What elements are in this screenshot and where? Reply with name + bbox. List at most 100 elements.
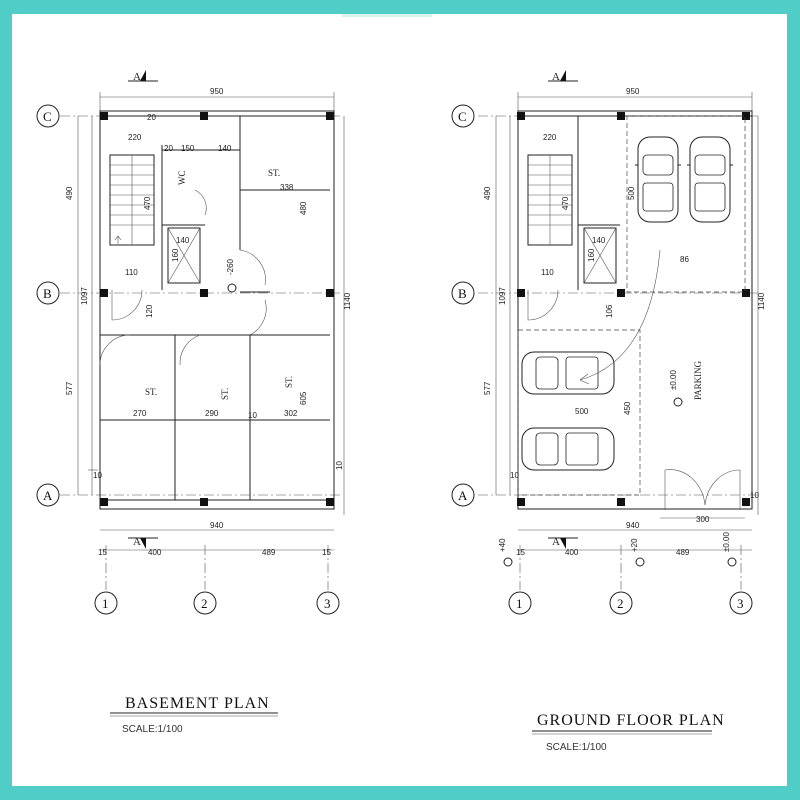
ground-title: GROUND FLOOR PLAN — [537, 712, 725, 729]
stair — [527, 154, 573, 246]
svg-text:A: A — [43, 488, 53, 503]
section-label-top: A — [133, 71, 141, 83]
dim-bottom-400: 400 — [148, 548, 162, 557]
ground-floor-plan: A A 950 490 1097 577 1140 220 470 — [451, 70, 766, 753]
dim-stair-220: 220 — [128, 133, 142, 142]
svg-text:3: 3 — [324, 596, 331, 611]
lift — [583, 227, 617, 284]
dim-park-500v: 500 — [627, 186, 636, 200]
grid-bubble-2: 2 — [193, 591, 217, 615]
basement-scale: SCALE:1/100 — [122, 724, 183, 735]
dim-stair-470: 470 — [143, 196, 152, 210]
grid-bubble-a: A — [36, 483, 60, 507]
dim-edge-15: 15 — [516, 548, 525, 557]
sheet-tab — [342, 14, 432, 17]
dim-right-1140: 1140 — [343, 292, 352, 310]
basement-plan: A A 950 490 1097 577 1140 10 — [36, 70, 352, 735]
dim-left-1097: 1097 — [80, 287, 89, 305]
level-plus20: +20 — [630, 538, 639, 552]
dim-park-450: 450 — [623, 401, 632, 415]
room-parking: PARKING — [693, 360, 703, 400]
section-label-bottom: A — [133, 536, 141, 548]
room-st-top: ST. — [268, 168, 280, 178]
svg-text:A: A — [458, 488, 468, 503]
section-mark-bottom: A — [128, 536, 158, 549]
dim-bottom-940: 940 — [210, 521, 224, 530]
svg-text:C: C — [458, 109, 467, 124]
dim-edge-15a: 15 — [98, 548, 107, 557]
dim-lift-140: 140 — [592, 236, 606, 245]
dim-left-490: 490 — [65, 186, 74, 200]
dim-bottom-489: 489 — [262, 548, 276, 557]
dim-lift-140: 140 — [176, 236, 190, 245]
dim-d120: 120 — [145, 304, 154, 318]
grid-bubble-2: 2 — [609, 591, 633, 615]
room-st-right: ST. — [284, 376, 294, 388]
dim-st-290: 290 — [205, 409, 219, 418]
dim-wc-20b: 20 — [147, 113, 156, 122]
dim-st-302: 302 — [284, 409, 298, 418]
room-wc: WC — [177, 171, 187, 186]
section-mark-top: A — [128, 70, 158, 83]
dim-lift-160: 160 — [171, 248, 180, 262]
svg-text:3: 3 — [737, 596, 744, 611]
svg-text:1: 1 — [516, 596, 523, 611]
ground-scale: SCALE:1/100 — [546, 742, 607, 753]
dim-st-270: 270 — [133, 409, 147, 418]
grid-bubble-1: 1 — [508, 591, 532, 615]
dim-right-1140: 1140 — [757, 292, 766, 310]
stair — [109, 154, 155, 246]
dim-st-605: 605 — [299, 391, 308, 405]
dim-stair-470: 470 — [561, 196, 570, 210]
grid-bubble-a: A — [451, 483, 475, 507]
grid-bubble-c: C — [36, 104, 60, 128]
dim-left-490: 490 — [483, 186, 492, 200]
svg-text:B: B — [43, 286, 52, 301]
basement-title: BASEMENT PLAN — [125, 695, 270, 712]
dim-park-500h: 500 — [575, 407, 589, 416]
dim-lift-160: 160 — [587, 248, 596, 262]
parking-level: ±0.00 — [669, 369, 678, 390]
svg-text:2: 2 — [617, 596, 624, 611]
section-mark-top: A — [548, 70, 578, 83]
svg-text:C: C — [43, 109, 52, 124]
dim-left-577: 577 — [65, 381, 74, 395]
lift — [167, 227, 201, 284]
dim-left-577: 577 — [483, 381, 492, 395]
dim-wc-20a: 20 — [164, 144, 173, 153]
grid-bubble-3: 3 — [316, 591, 340, 615]
dim-gate-300: 300 — [696, 515, 710, 524]
grid-bubble-b: B — [451, 281, 475, 305]
grid-bubble-3: 3 — [729, 591, 753, 615]
dim-d10a: 10 — [93, 471, 102, 480]
svg-text:1: 1 — [102, 596, 109, 611]
dim-st-338: 338 — [280, 183, 294, 192]
dim-st-480: 480 — [299, 201, 308, 215]
dim-bottom-400: 400 — [565, 548, 579, 557]
dim-d106: 106 — [605, 304, 614, 318]
dim-d10a: 10 — [510, 471, 519, 480]
section-label-top: A — [552, 71, 560, 83]
dim-wc-140: 140 — [218, 144, 232, 153]
dim-stair-220: 220 — [543, 133, 557, 142]
grid-bubble-c: C — [451, 104, 475, 128]
dim-d110: 110 — [125, 268, 138, 277]
dim-edge-15b: 15 — [322, 548, 331, 557]
dim-top-950: 950 — [210, 87, 224, 96]
level-plus40: +40 — [498, 538, 507, 552]
grid-bubble-1: 1 — [94, 591, 118, 615]
svg-text:2: 2 — [201, 596, 208, 611]
dim-park-86: 86 — [680, 255, 689, 264]
dim-wc-150: 150 — [181, 144, 195, 153]
section-label-bottom: A — [552, 536, 560, 548]
room-st-left: ST. — [145, 387, 157, 397]
svg-text:B: B — [458, 286, 467, 301]
grid-bubble-b: B — [36, 281, 60, 305]
room-st-mid: ST. — [220, 388, 230, 400]
dim-right-10: 10 — [335, 461, 344, 470]
dim-left-1097: 1097 — [498, 287, 507, 305]
dim-d10b: 10 — [750, 491, 759, 500]
level-basement: -260 — [226, 258, 235, 275]
dim-d110: 110 — [541, 268, 554, 277]
